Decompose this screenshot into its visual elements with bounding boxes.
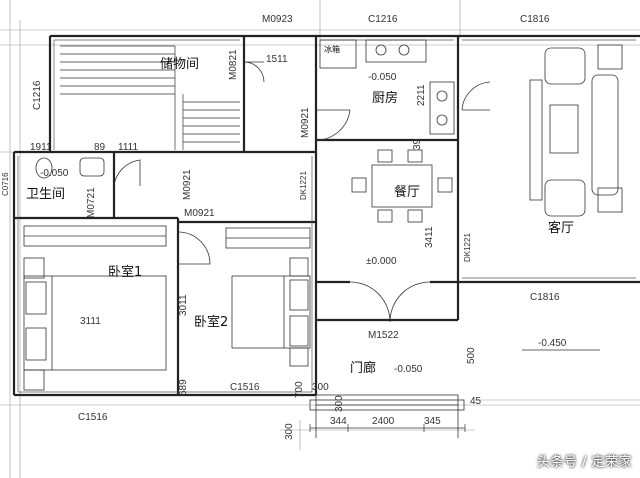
room-label-kitchen: 厨房 [372,90,398,106]
door-label-m0921-bed2: M0921 [184,208,215,219]
fixture-label-fridge: 冰箱 [324,44,340,54]
dim-3011: 3011 [178,294,189,316]
door-label-m0921-kitchen: M0921 [300,107,311,138]
walls [12,34,640,397]
level-porch: -0.050 [394,364,423,375]
level-bath: -0.050 [40,168,69,179]
room-label-bedroom2: 卧室2 [194,314,228,330]
window-label-dk1221-b: DK1221 [463,233,472,262]
room-label-bathroom: 卫生间 [26,187,65,202]
window-label-c1216-top: C1216 [368,14,398,25]
dim-45: 45 [470,396,482,407]
room-label-storage: 储物间 [160,57,199,72]
door-label-m0821: M0821 [228,49,239,80]
door-swings [113,61,491,323]
bath-fixtures [35,157,105,179]
window-label-m0923: M0923 [262,14,293,25]
window-label-c0716: C0716 [1,172,10,196]
staircase [60,45,240,150]
door-label-m0921-hall: M0921 [182,169,193,200]
window-label-c1816-living: C1816 [530,292,560,303]
dim-3411: 3411 [424,226,435,248]
level-outside: -0.450 [538,338,567,349]
dim-1511: 1511 [266,54,288,65]
dim-89: 89 [94,142,106,153]
watermark: 头条号 / 定荣家 [536,455,632,470]
window-label-c1816-top: C1816 [520,14,550,25]
room-label-porch: 门廊 [350,360,376,376]
level-kitchen: -0.050 [368,72,397,83]
dim-3111: 3111 [80,316,101,327]
window-label-c1216-left: C1216 [32,80,43,110]
wardrobes [23,225,311,249]
window-label-c1516-bed1: C1516 [78,412,108,423]
dim-2400: 2400 [372,416,395,427]
door-label-m0721: M0721 [86,187,97,218]
dimension-lines [309,424,466,432]
dim-689: 689 [178,379,189,396]
sofa-set [529,44,623,217]
door-label-m1522: M1522 [368,330,399,341]
dim-1911: 1911 [30,142,52,153]
level-main: ±0.000 [366,256,397,267]
room-label-bedroom1: 卧室1 [108,264,142,280]
beds [23,257,311,391]
kitchen-fixtures [319,39,455,135]
dim-2211: 2211 [416,84,427,106]
room-label-living: 客厅 [548,220,574,236]
dim-300a: 300 [312,382,329,393]
dim-500: 500 [466,347,477,364]
window-label-dk1221-a: DK1221 [299,171,308,200]
room-label-dining: 餐厅 [394,184,420,200]
dim-344: 344 [330,416,347,427]
dim-345: 345 [424,416,441,427]
porch-steps [309,394,465,438]
dim-300c: 300 [284,423,295,440]
dim-39: 39 [412,138,423,150]
dining-table [351,149,453,223]
dim-300b: 300 [334,395,345,412]
dim-1111: 1111 [118,142,138,153]
dim-700: 700 [294,381,305,398]
window-label-c1516-bed2: C1516 [230,382,260,393]
